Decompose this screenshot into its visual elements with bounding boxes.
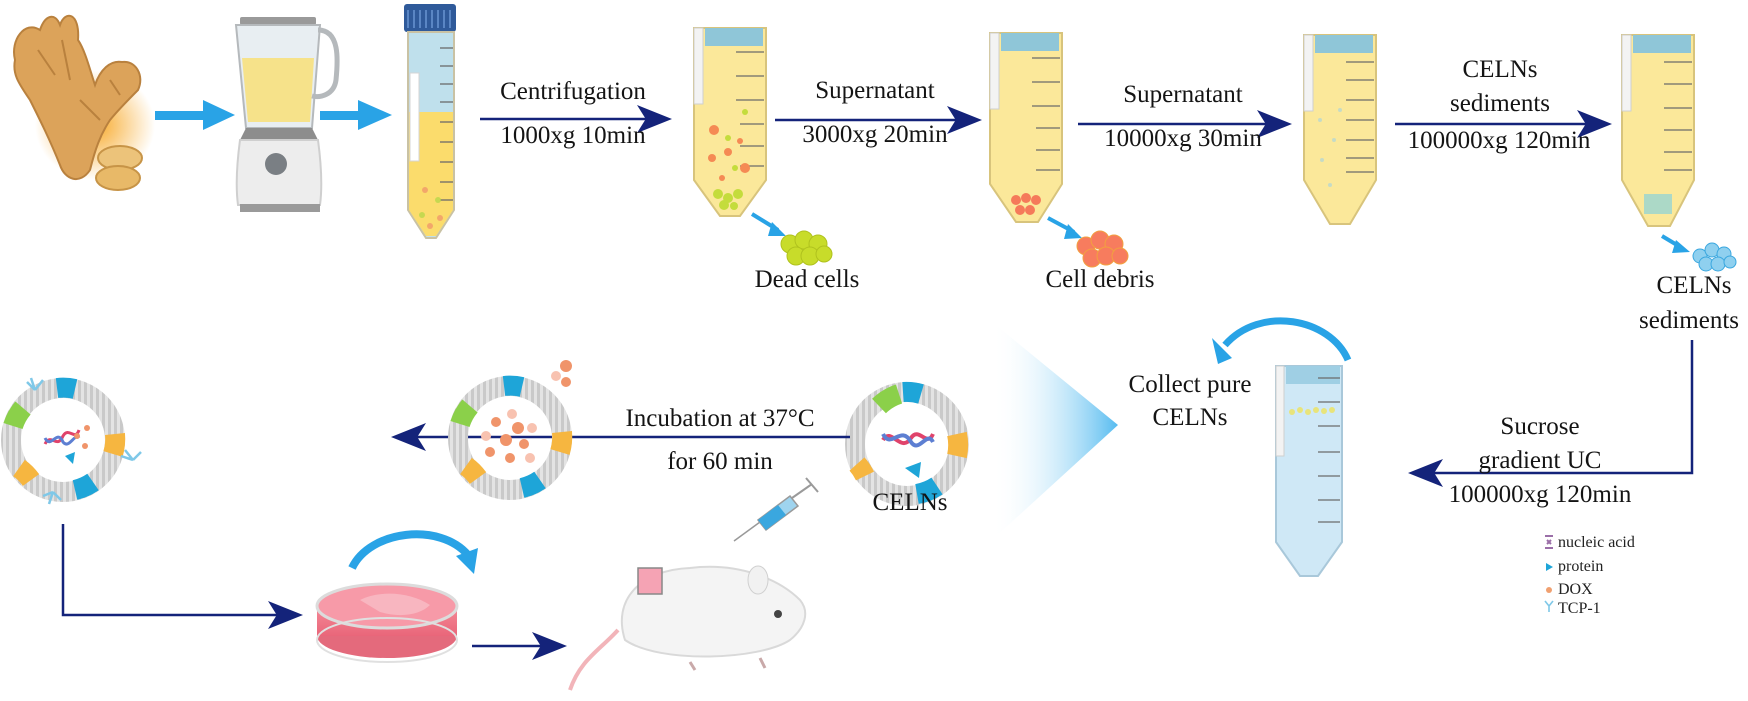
dna-icon xyxy=(881,432,935,448)
incubation-label-line1: Incubation at 37°C xyxy=(625,405,815,432)
incubation-label-line2: for 60 min xyxy=(667,448,773,475)
step4-label-top-line1: CELNs xyxy=(1462,56,1538,83)
targeted-vesicle xyxy=(1,377,142,505)
legend-tcp1: TCP-1 xyxy=(1558,600,1601,617)
celns-vesicle xyxy=(845,381,969,506)
step1-label-bottom: 1000xg 10min xyxy=(500,122,646,149)
celns-sediments-cluster xyxy=(1692,242,1737,272)
dead-cells-label: Dead cells xyxy=(754,266,860,293)
dead-cells-cluster xyxy=(780,230,833,266)
sucrose-gradient-tube xyxy=(1275,365,1343,577)
step3-label-top: Supernatant xyxy=(1123,81,1243,108)
protein-legend-icon xyxy=(1546,563,1553,571)
petri-dish-icon xyxy=(315,582,459,663)
mouse-icon xyxy=(568,565,807,691)
step5-label-bottom: 100000xg 120min xyxy=(1448,481,1632,508)
centrifuge-tube-step1 xyxy=(693,27,767,217)
step4-label-bottom: 100000xg 120min xyxy=(1407,127,1591,154)
celns-sediments-label-line1: CELNs xyxy=(1656,272,1732,299)
protein-icon xyxy=(905,462,921,478)
legend-dox: DOX xyxy=(1558,581,1593,598)
step5-label-top-line1: Sucrose xyxy=(1500,413,1580,440)
collect-pure-celns-line2: CELNs xyxy=(1152,404,1228,431)
dox-legend-icon xyxy=(1546,587,1552,593)
step5-label-top-line2: gradient UC xyxy=(1478,447,1602,474)
cell-debris-label: Cell debris xyxy=(1045,266,1155,293)
syringe-icon xyxy=(733,477,819,542)
blender-icon xyxy=(234,17,340,212)
arrow-to-dead-cells xyxy=(750,212,786,236)
step3-label-bottom: 10000xg 30min xyxy=(1104,125,1262,152)
nucleic-acid-legend-icon xyxy=(1545,535,1553,549)
dox-loaded-vesicle xyxy=(448,360,573,500)
step2-label-top: Supernatant xyxy=(815,77,935,104)
magnification-cone xyxy=(992,322,1118,540)
curved-arrow-collect xyxy=(1212,317,1352,364)
arrow-to-cell-debris xyxy=(1047,216,1082,239)
arrow-blender-to-tube xyxy=(320,100,392,130)
curved-arrow-dish xyxy=(348,530,478,574)
legend-nucleic-acid: nucleic acid xyxy=(1558,534,1635,551)
legend-protein: protein xyxy=(1558,558,1604,575)
arrow-ginger-to-blender xyxy=(155,100,235,130)
centrifuge-tube-step4 xyxy=(1621,34,1695,227)
celns-sediments-label-line2: sediments xyxy=(1639,307,1739,334)
ginger-icon xyxy=(13,14,155,191)
centrifuge-tube-step3 xyxy=(1303,34,1377,225)
tcp1-legend-icon xyxy=(1544,600,1554,612)
centrifuge-tube-step2 xyxy=(989,32,1063,223)
arrow-to-celns-sediments xyxy=(1660,234,1690,253)
arrow-sucrose-gradient xyxy=(1408,340,1694,487)
legend-icons xyxy=(1544,535,1554,612)
step1-label-top: Centrifugation xyxy=(500,78,646,105)
collect-pure-celns-line1: Collect pure xyxy=(1128,371,1252,398)
step2-label-bottom: 3000xg 20min xyxy=(802,121,948,148)
step4-label-top-line2: sediments xyxy=(1450,90,1550,117)
centrifuge-tube-initial xyxy=(404,4,456,239)
arrow-to-petri-dish xyxy=(61,524,303,629)
cell-debris-cluster xyxy=(1076,230,1129,268)
celns-label: CELNs xyxy=(872,489,948,516)
